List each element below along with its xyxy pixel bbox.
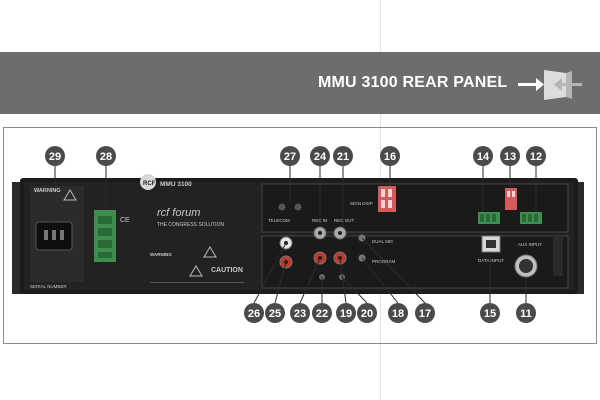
svg-text:18: 18 (392, 308, 404, 320)
sign-disp-label: SIGN DISP (350, 201, 373, 206)
svg-text:RCF: RCF (143, 181, 156, 187)
warning-mid-label: WARNING (150, 252, 172, 257)
callout-11: 11 (516, 303, 536, 323)
svg-text:19: 19 (340, 308, 352, 320)
svg-text:17: 17 (419, 308, 431, 320)
svg-text:23: 23 (294, 308, 306, 320)
rear-panel-arrow-icon (518, 70, 582, 100)
svg-text:20: 20 (361, 308, 373, 320)
callout-28: 28 (96, 146, 116, 166)
callout-14: 14 (473, 146, 493, 166)
rcf-logo (140, 174, 156, 190)
caution-label: CAUTION (211, 267, 243, 274)
callout-21: 21 (333, 146, 353, 166)
title-banner (0, 52, 600, 114)
rec-in-label: REC IN (312, 218, 327, 223)
callout-18: 18 (388, 303, 408, 323)
svg-text:13: 13 (504, 151, 516, 163)
rack-ear-left (12, 182, 22, 294)
telecom-label: TELECOM (268, 218, 290, 223)
rec-out-label: REC OUT (334, 218, 355, 223)
aux-input-label: AUX INPUT (518, 242, 542, 247)
callout-22: 22 (312, 303, 332, 323)
svg-text:11: 11 (520, 308, 532, 320)
svg-text:21: 21 (337, 151, 349, 163)
svg-text:26: 26 (248, 308, 260, 320)
svg-text:28: 28 (100, 151, 112, 163)
dual-mic-label: DUAL MIC (372, 239, 394, 244)
product-line-label: rcf forum (157, 207, 200, 219)
svg-text:16: 16 (384, 151, 396, 163)
model-label: MMU 3100 (160, 181, 192, 188)
callout-12: 12 (526, 146, 546, 166)
svg-text:25: 25 (269, 308, 281, 320)
rack-ear-right (574, 182, 584, 294)
callout-20: 20 (357, 303, 377, 323)
callout-16: 16 (380, 146, 400, 166)
svg-text:14: 14 (477, 151, 490, 163)
svg-text:29: 29 (49, 151, 61, 163)
callout-23: 23 (290, 303, 310, 323)
callout-25: 25 (265, 303, 285, 323)
warning-left-label: WARNING (34, 188, 61, 194)
svg-text:24: 24 (314, 151, 327, 163)
svg-text:CE: CE (120, 217, 130, 224)
callout-26: 26 (244, 303, 264, 323)
callout-15: 15 (480, 303, 500, 323)
svg-text:12: 12 (530, 151, 542, 163)
svg-text:27: 27 (284, 151, 296, 163)
callout-19: 19 (336, 303, 356, 323)
callout-17: 17 (415, 303, 435, 323)
callout-24: 24 (310, 146, 330, 166)
callout-29: 29 (45, 146, 65, 166)
data-input-label: DATA INPUT (478, 258, 504, 263)
program-label: PROGRAM (372, 259, 396, 264)
svg-text:15: 15 (484, 308, 496, 320)
svg-text:22: 22 (316, 308, 328, 320)
page-title: MMU 3100 REAR PANEL (318, 74, 508, 91)
figure-frame (3, 127, 597, 344)
callout-27: 27 (280, 146, 300, 166)
subtitle-label: THE CONGRESS SOLUTION (157, 222, 224, 228)
callout-13: 13 (500, 146, 520, 166)
serial-number-label: SERIAL NUMBER (30, 284, 67, 289)
